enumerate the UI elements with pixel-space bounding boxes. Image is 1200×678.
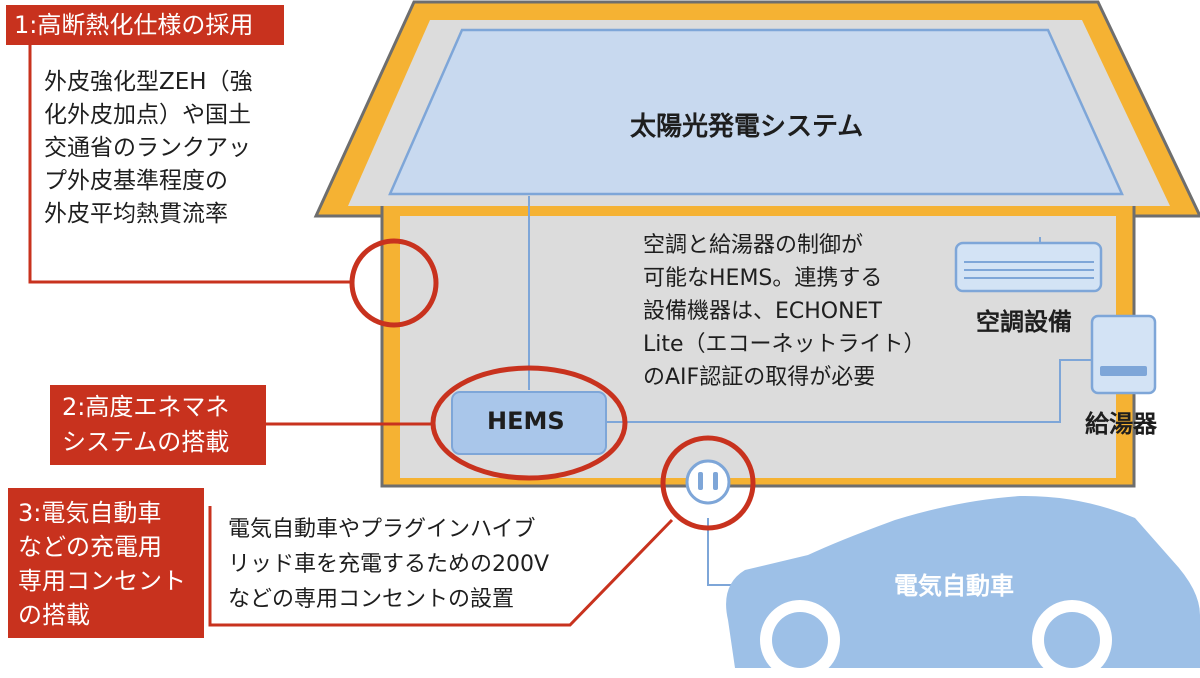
callout-3-heading: 3:電気自動車 などの充電用 専用コンセント の搭載 [8,488,204,638]
callout-2-line: 可能なHEMS。連携する [643,266,883,291]
callout-2-line: 設備機器は、ECHONET [643,299,882,324]
callout-1-line: 交通省のランクアッ [44,135,251,161]
callout-1-line: プ外皮基準程度の [44,168,228,194]
highlight-outlet-circle [660,435,756,531]
callout-3-description: 電気自動車やプラグインハイブ リッド車を充電するための200V などの専用コンセ… [228,512,549,617]
car-icon [726,495,1200,678]
callout-3-heading-line: などの充電用 [18,533,162,561]
callout-3-line: リッド車を充電するための200V [228,552,550,577]
callout-3-heading-line: 3:電気自動車 [18,499,162,527]
water-heater-unit [1090,314,1157,395]
callout-1-line: 化外皮加点）や国土 [44,102,251,128]
solar-panel-label: 太陽光発電システム [630,112,864,142]
callout-2-line: Lite（エコーネットライト） [643,332,926,357]
callout-2-line: のAIF認証の取得が必要 [643,365,876,390]
callout-2-description: 空調と給湯器の制御が 可能なHEMS。連携する 設備機器は、ECHONET Li… [643,229,926,394]
hems-device [451,391,607,455]
water-heater-label: 給湯器 [1085,410,1157,438]
solar-panel [388,28,1124,196]
callout-3-line: などの専用コンセントの設置 [228,587,515,612]
callout-2-heading-line: 2:高度エネマネ [62,393,230,421]
callout-1-heading-line: 1:高断熱化仕様の採用 [14,11,254,39]
callout-leaders [28,37,674,627]
outlet-icon [685,459,731,505]
aircon-label: 空調設備 [976,308,1072,336]
callout-1-heading: 1:高断熱化仕様の採用 [6,5,284,45]
callout-3-heading-line: 専用コンセント [18,567,186,595]
car-label: 電気自動車 [894,572,1014,600]
callout-2-heading: 2:高度エネマネ システムの搭載 [50,385,266,465]
aircon-unit [954,241,1103,293]
callout-3-heading-line: の搭載 [18,601,90,629]
callout-1-line: 外皮平均熱貫流率 [44,201,228,227]
hems-label: HEMS [487,407,565,435]
callout-1-line: 外皮強化型ZEH（強 [44,69,253,95]
callout-1-description: 外皮強化型ZEH（強 化外皮加点）や国土 交通省のランクアッ プ外皮基準程度の … [44,66,253,231]
callout-2-line: 空調と給湯器の制御が [643,233,864,258]
callout-2-heading-line: システムの搭載 [62,428,230,456]
callout-3-line: 電気自動車やプラグインハイブ [228,517,536,542]
